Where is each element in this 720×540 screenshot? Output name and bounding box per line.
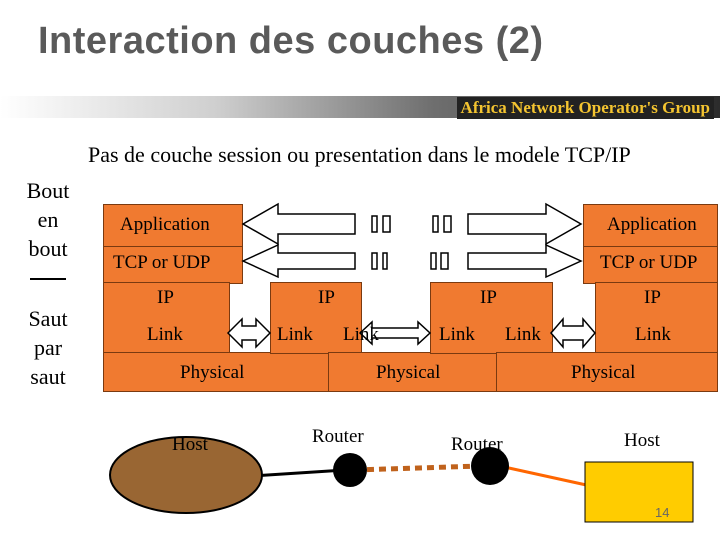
layer-ip-link-host2 <box>595 282 718 354</box>
side-line: saut <box>30 364 66 389</box>
layer-tcp-right <box>583 246 718 284</box>
side-line: Bout <box>26 178 70 203</box>
side-separator <box>30 278 66 280</box>
subtitle: Pas de couche session ou presentation da… <box>88 142 631 167</box>
label-router-1: Router <box>312 426 364 447</box>
label-application-left: Application <box>120 214 210 235</box>
afnog-logo: Africa Network Operator's Group <box>456 97 714 119</box>
link-arrow-3 <box>550 316 596 350</box>
tcp-peer-arrow-left <box>241 243 356 279</box>
label-physical-3: Physical <box>571 362 636 383</box>
host2-node <box>584 461 694 523</box>
side-label-top: Bout en bout <box>18 176 78 263</box>
side-label-bottom: Saut par saut <box>18 304 78 391</box>
link-router1-router2 <box>354 463 481 473</box>
application-peer-arrow-right <box>467 202 583 246</box>
label-link-router2-left: Link <box>439 324 475 345</box>
dash-marks <box>371 215 452 270</box>
link-arrow-2 <box>358 320 432 346</box>
label-ip-host2: IP <box>644 287 661 308</box>
side-line: par <box>33 335 63 360</box>
label-host-2: Host <box>624 430 660 451</box>
page-number: 14 <box>655 505 670 520</box>
label-ip-router2: IP <box>480 287 497 308</box>
label-tcp-left: TCP or UDP <box>113 252 211 273</box>
router1-node <box>333 453 367 487</box>
tcp-peer-arrow-right <box>467 243 583 279</box>
label-ip-host1: IP <box>157 287 174 308</box>
label-router-2: Router <box>451 434 503 455</box>
layer-physical-2 <box>328 352 498 392</box>
side-line: Saut <box>28 306 68 331</box>
link-arrow-1 <box>226 317 272 349</box>
side-line: bout <box>28 236 68 261</box>
label-physical-1: Physical <box>180 362 245 383</box>
label-application-right: Application <box>607 214 697 235</box>
layer-physical-3 <box>496 352 718 392</box>
label-ip-router1: IP <box>318 287 335 308</box>
application-peer-arrow-left <box>241 202 356 246</box>
router2-node <box>471 447 509 485</box>
host1-node <box>109 436 263 514</box>
layer-ip-link-router2 <box>430 282 553 354</box>
label-link-host1: Link <box>147 324 183 345</box>
side-line: en <box>37 207 59 232</box>
label-physical-2: Physical <box>376 362 441 383</box>
layer-ip-link-host1 <box>103 282 230 354</box>
link-router2-host2 <box>494 463 601 490</box>
layer-application-left <box>103 204 243 248</box>
label-link-host2: Link <box>635 324 671 345</box>
label-link-router2-right: Link <box>505 324 541 345</box>
label-host-1: Host <box>172 434 208 455</box>
layer-physical-1 <box>103 352 330 392</box>
label-link-router1-right: Link <box>343 324 379 345</box>
layer-application-right <box>583 204 718 248</box>
label-link-router1-left: Link <box>277 324 313 345</box>
layer-tcp-left <box>103 246 243 284</box>
page-title: Interaction des couches (2) <box>38 20 544 62</box>
layer-ip-link-router1 <box>270 282 362 354</box>
label-tcp-right: TCP or UDP <box>600 252 698 273</box>
